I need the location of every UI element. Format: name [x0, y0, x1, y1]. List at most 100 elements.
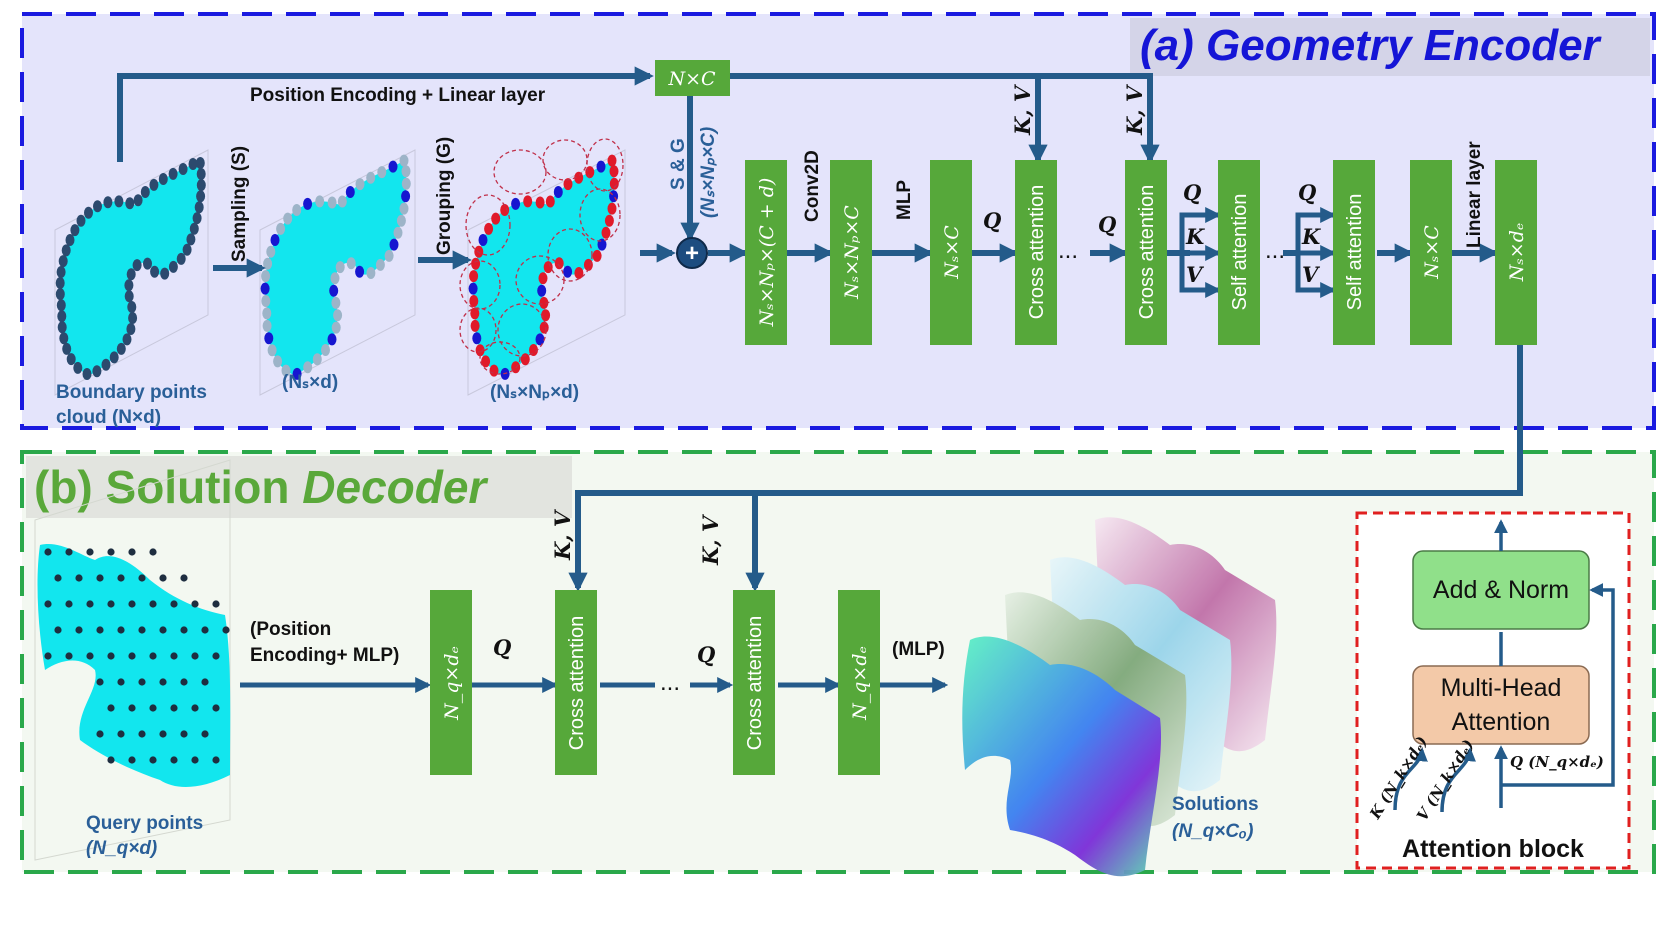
point [178, 163, 188, 175]
point [366, 171, 376, 184]
query-point [107, 600, 115, 608]
grouped-plane [467, 149, 626, 396]
mha-label-1: Multi-Head [1441, 674, 1562, 702]
point [500, 204, 510, 216]
encoder-block-label-8: Nₛ×C [1421, 225, 1443, 280]
point [126, 323, 136, 335]
point [56, 299, 66, 312]
point [366, 267, 376, 279]
query-point [117, 626, 125, 634]
query-points [44, 548, 230, 764]
point [143, 257, 152, 270]
solutions-label-1: Solutions [1172, 794, 1259, 815]
point [553, 186, 563, 198]
fork2-q: Q [1298, 180, 1316, 205]
point [539, 321, 549, 334]
point [563, 178, 573, 191]
query-point [75, 626, 83, 634]
query-point [107, 652, 115, 660]
encoder-title: (a) Geometry Encoder [1140, 21, 1603, 70]
encoder-arrows [117, 66, 1499, 278]
pe-mlp-label-1: (Position [250, 619, 331, 640]
point [475, 344, 485, 357]
nc-block [655, 60, 730, 96]
point [292, 204, 302, 216]
point [73, 361, 83, 374]
fork1-k: K [1185, 224, 1205, 249]
query-point [180, 626, 188, 634]
point [303, 197, 313, 210]
point [281, 364, 291, 377]
sampled-shape [265, 160, 407, 375]
decoder-title-part1: (b) Solution [34, 461, 302, 513]
point [401, 190, 411, 203]
conv2d-label: Conv2D [802, 150, 823, 222]
point [176, 252, 186, 265]
boundary-label-2: cloud (N×d) [56, 407, 161, 428]
point [196, 190, 206, 203]
boundary-label-1: Boundary points [56, 382, 207, 403]
point [329, 284, 339, 297]
point [609, 165, 619, 178]
decoder-block-2 [555, 590, 597, 775]
point [125, 197, 135, 210]
query-point [107, 756, 115, 764]
decoder-block-label-2: Cross attention [566, 616, 588, 751]
sampled-dims: (Nₛ×d) [282, 372, 338, 393]
query-point [149, 548, 157, 556]
point [554, 257, 564, 270]
query-point [65, 652, 73, 660]
query-point [65, 548, 73, 556]
decoder-block-label-4: N_q×dₑ [849, 646, 871, 721]
query-point [128, 548, 136, 556]
point [327, 333, 337, 346]
encoder-block-label-9: Nₛ×dₑ [1506, 223, 1528, 282]
fork1-v: V [1186, 262, 1205, 287]
point [188, 158, 198, 170]
point [57, 321, 67, 334]
query-point [191, 756, 199, 764]
query-point [222, 626, 230, 634]
point [182, 243, 192, 256]
point [321, 344, 330, 356]
decoder-title-bg [26, 456, 572, 518]
query-point [128, 600, 136, 608]
point [596, 160, 606, 173]
encoder-block-9 [1495, 160, 1537, 345]
point [563, 265, 573, 278]
grouping-label: Grouping (G) [434, 137, 455, 255]
query-shape [37, 543, 231, 787]
point [377, 166, 387, 179]
point [260, 282, 270, 295]
sampled-plane [259, 149, 416, 396]
point [396, 214, 406, 227]
point [82, 368, 92, 380]
point [312, 353, 322, 366]
query-point [159, 574, 167, 582]
dec-q-label-2: Q [697, 642, 715, 667]
point [70, 224, 80, 237]
point [489, 364, 499, 377]
point [484, 222, 494, 235]
point [384, 249, 394, 262]
point [84, 206, 93, 219]
point [266, 245, 276, 258]
mlp-label: MLP [894, 180, 915, 220]
sampled-point-cloud [259, 149, 416, 396]
query-point [149, 704, 157, 712]
point [468, 282, 478, 295]
point [609, 177, 619, 190]
solutions-stack [962, 517, 1277, 877]
point [470, 307, 480, 320]
point [133, 194, 143, 207]
point [92, 365, 102, 378]
query-point [201, 678, 209, 686]
point [333, 309, 343, 322]
query-point-cloud [34, 459, 231, 861]
query-point [149, 600, 157, 608]
v-in-arrow [1440, 747, 1476, 813]
encoder-block-label-6: Self attention [1229, 194, 1251, 311]
point [469, 295, 479, 307]
point [389, 238, 399, 251]
point [592, 249, 602, 262]
